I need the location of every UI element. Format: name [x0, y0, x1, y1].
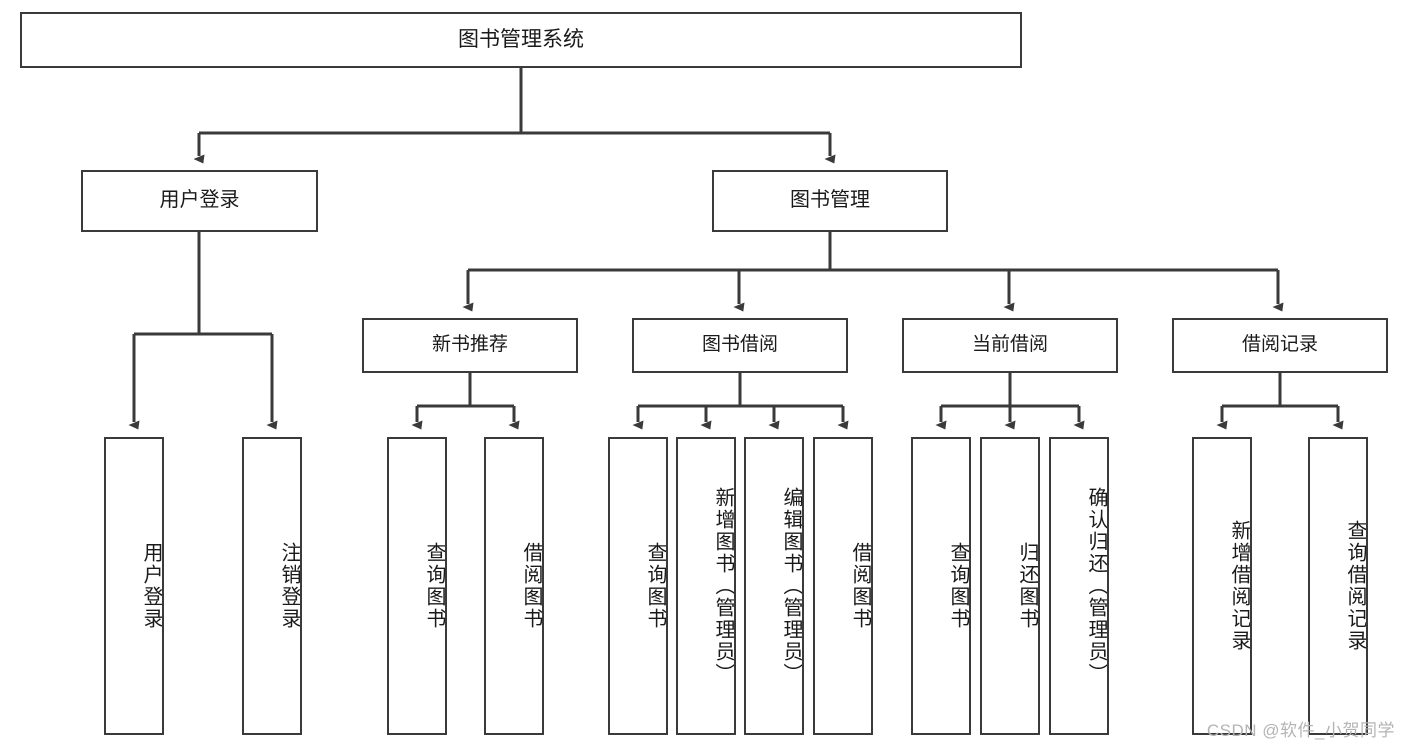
node-root-system[interactable]: 图书管理系统: [20, 12, 1022, 68]
leaf-confirm-return[interactable]: 确认归还（管理员）: [1049, 437, 1109, 735]
node-label: 查询图书: [644, 542, 666, 630]
node-label: 确认归还（管理员）: [1085, 487, 1107, 685]
leaf-user-logout[interactable]: 注销登录: [242, 437, 302, 735]
node-label: 注销登录: [278, 542, 300, 630]
node-user-login[interactable]: 用户登录: [81, 170, 318, 232]
leaf-query-book-2[interactable]: 查询图书: [608, 437, 668, 735]
csdn-watermark: CSDN @软件_小贺同学: [1206, 721, 1395, 740]
node-label: 图书管理系统: [458, 27, 584, 51]
node-label: 新增图书（管理员）: [712, 487, 734, 685]
leaf-query-book-3[interactable]: 查询图书: [911, 437, 971, 735]
leaf-add-record[interactable]: 新增借阅记录: [1192, 437, 1252, 735]
leaf-borrow-book-2[interactable]: 借阅图书: [813, 437, 873, 735]
node-new-book-rec[interactable]: 新书推荐: [362, 318, 578, 373]
leaf-return-book[interactable]: 归还图书: [980, 437, 1040, 735]
node-label: 用户登录: [159, 189, 240, 212]
node-label: 借阅记录: [1241, 334, 1318, 356]
node-label: 图书借阅: [701, 334, 778, 356]
node-book-borrow[interactable]: 图书借阅: [632, 318, 848, 373]
leaf-borrow-book-1[interactable]: 借阅图书: [484, 437, 544, 735]
node-label: 借阅图书: [520, 542, 542, 630]
node-label: 归还图书: [1016, 542, 1038, 630]
node-label: 查询借阅记录: [1344, 520, 1366, 652]
node-label: 图书管理: [790, 189, 870, 212]
node-current-borrow[interactable]: 当前借阅: [902, 318, 1118, 373]
node-label: 借阅图书: [849, 542, 871, 630]
node-label: 查询图书: [947, 542, 969, 630]
node-book-manage[interactable]: 图书管理: [712, 170, 948, 232]
node-borrow-record[interactable]: 借阅记录: [1172, 318, 1388, 373]
node-label: 新增借阅记录: [1228, 520, 1250, 652]
node-label: 查询图书: [423, 542, 445, 630]
node-label: 新书推荐: [431, 334, 508, 356]
node-label: 编辑图书（管理员）: [780, 487, 802, 685]
leaf-edit-book[interactable]: 编辑图书（管理员）: [744, 437, 804, 735]
leaf-query-record[interactable]: 查询借阅记录: [1308, 437, 1368, 735]
leaf-add-book[interactable]: 新增图书（管理员）: [676, 437, 736, 735]
leaf-user-login[interactable]: 用户登录: [104, 437, 164, 735]
leaf-query-book-1[interactable]: 查询图书: [387, 437, 447, 735]
node-label: 用户登录: [140, 542, 162, 630]
node-label: 当前借阅: [971, 334, 1048, 356]
